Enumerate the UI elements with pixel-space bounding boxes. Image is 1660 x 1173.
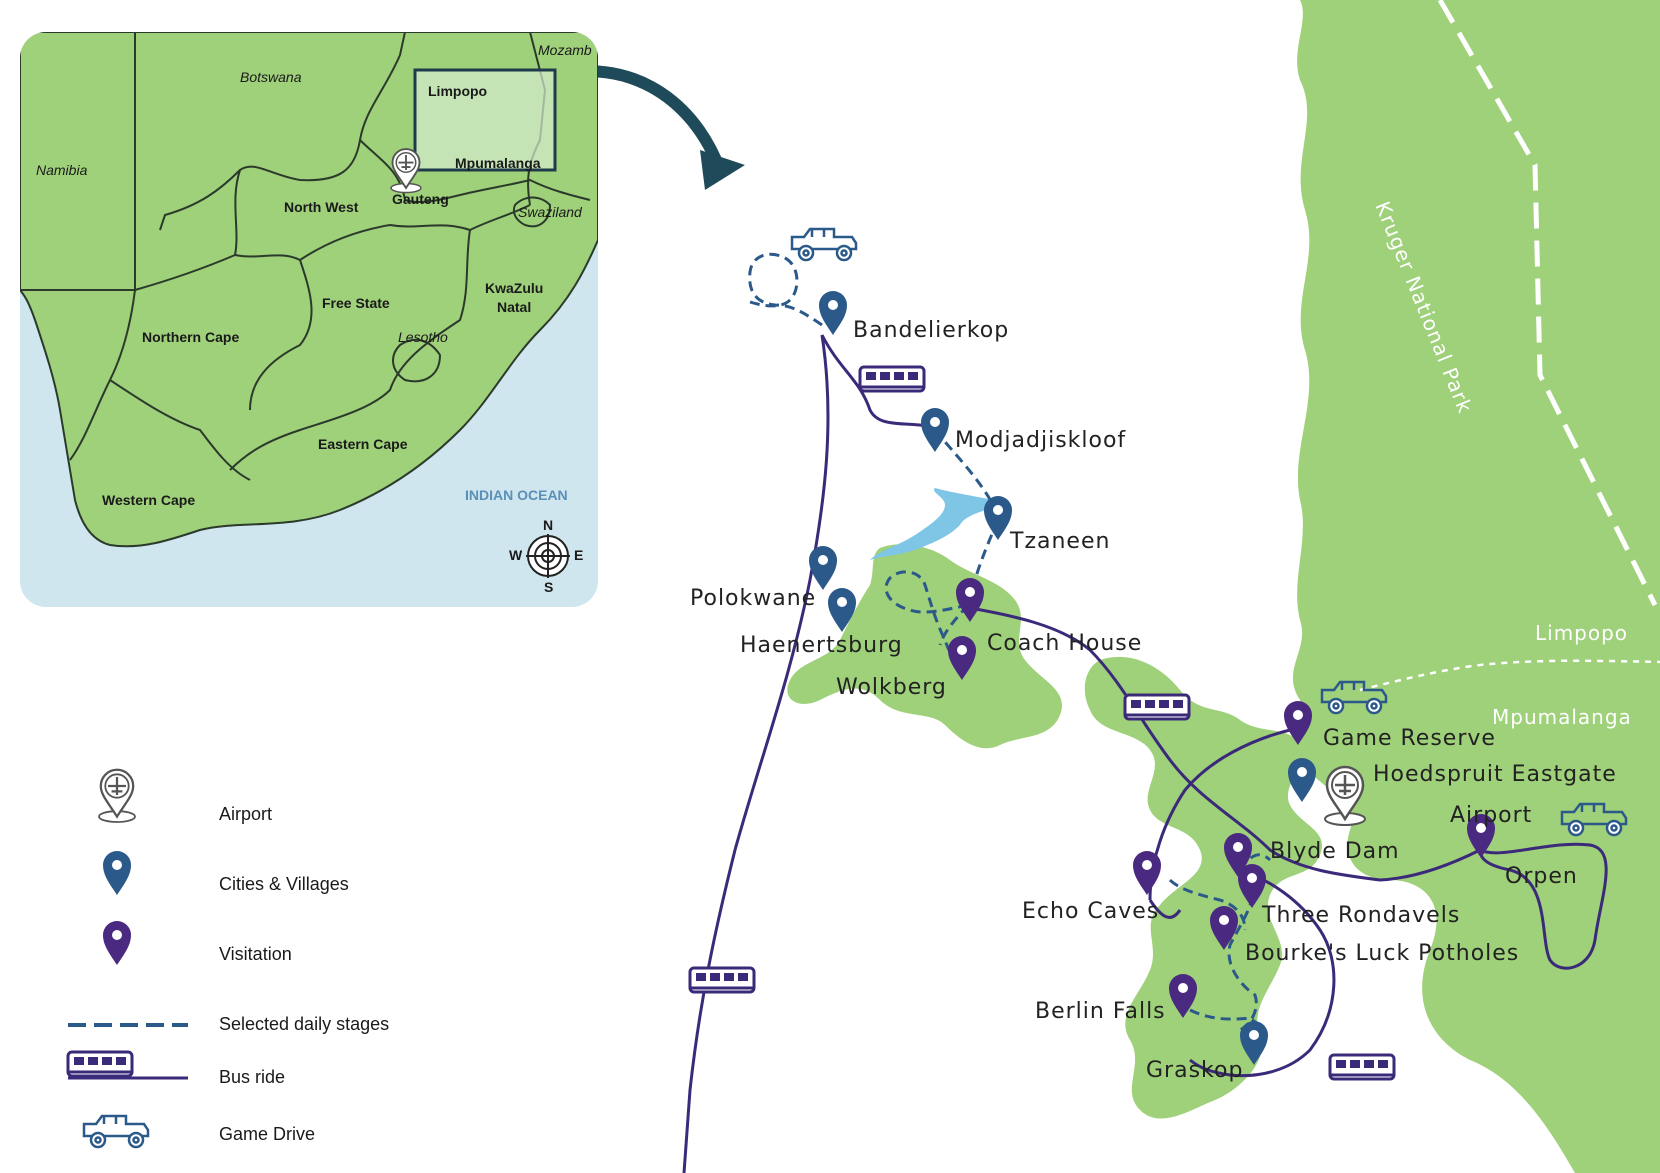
legend-daily-label: Selected daily stages [219, 1014, 389, 1034]
inset-gauteng: Gauteng [392, 191, 449, 207]
legend-airport-icon [97, 768, 137, 824]
legend-cities-label: Cities & Villages [219, 874, 349, 894]
legend-bus-icon [66, 1050, 134, 1078]
legend-jeep-icon [82, 1114, 150, 1149]
legend-visitation-label: Visitation [219, 944, 292, 964]
label-wolkberg: Wolkberg [836, 675, 947, 700]
inset-namibia: Namibia [36, 162, 88, 178]
label-orpen: Orpen [1505, 864, 1578, 889]
label-coach-house: Coach House [987, 631, 1142, 656]
label-game-reserve: Game Reserve [1323, 726, 1496, 751]
label-three-rondavels: Three Rondavels [1261, 903, 1460, 928]
compass-icon [526, 534, 570, 578]
inset-northern-cape: Northern Cape [142, 329, 239, 345]
label-berlin-falls: Berlin Falls [1035, 999, 1166, 1024]
inset-lesotho: Lesotho [398, 329, 448, 345]
legend-city-pin-icon [103, 851, 131, 895]
dam [870, 488, 1005, 560]
bus-icon [688, 966, 756, 994]
inset-map: N S W E Botswana Namibia Mozamb Swazilan… [20, 32, 598, 607]
bus-icon [1123, 693, 1191, 721]
inset-indian-ocean: INDIAN OCEAN [465, 487, 568, 503]
inset-swaziland: Swaziland [518, 204, 583, 220]
airport-icon [1323, 765, 1367, 827]
label-tzaneen: Tzaneen [1009, 529, 1110, 554]
inset-natal: Natal [497, 299, 531, 315]
compass-e: E [574, 547, 583, 563]
compass-n: N [543, 517, 553, 533]
inset-eastern-cape: Eastern Cape [318, 436, 408, 452]
mpumalanga-region-label: Mpumalanga [1492, 705, 1632, 729]
pin-tzaneen-icon[interactable] [984, 496, 1012, 540]
kruger-land [1292, 0, 1660, 1173]
bus-icon [858, 365, 926, 393]
game-drive-icon [790, 227, 858, 262]
province-border [1359, 659, 1660, 692]
compass-w: W [509, 547, 523, 563]
escarpment-land [787, 544, 1416, 1119]
compass-s: S [544, 579, 553, 595]
inset-north-west: North West [284, 199, 359, 215]
label-modjadjiskloof: Modjadjiskloof [955, 428, 1126, 453]
pin-hoedspruit-icon[interactable] [1288, 758, 1316, 802]
label-airport: Airport [1450, 803, 1532, 828]
label-blyde-dam: Blyde Dam [1270, 839, 1400, 864]
label-polokwane: Polokwane [690, 586, 816, 611]
label-hoedspruit: Hoedspruit Eastgate [1373, 762, 1617, 787]
label-echo-caves: Echo Caves [1022, 899, 1159, 924]
inset-airport-icon [390, 148, 422, 194]
international-border [1437, 0, 1658, 607]
inset-highlight-box [413, 68, 557, 172]
pin-bandelierkop-icon[interactable] [819, 291, 847, 335]
legend-game-drive-label: Game Drive [219, 1124, 315, 1144]
label-bourkes: Bourke's Luck Potholes [1245, 941, 1519, 966]
inset-limpopo: Limpopo [428, 83, 487, 99]
legend: Airport Cities & Villages Visitation Sel… [66, 768, 389, 1149]
pin-echo-caves-icon[interactable] [1133, 851, 1161, 895]
inset-kwazulu: KwaZulu [485, 280, 543, 296]
inset-botswana: Botswana [240, 69, 302, 85]
legend-visit-pin-icon [103, 921, 131, 965]
inset-mozambique: Mozamb [538, 42, 592, 58]
label-haenertsburg: Haenertsburg [740, 633, 903, 658]
inset-free-state: Free State [322, 295, 390, 311]
pin-polokwane-icon[interactable] [809, 546, 837, 590]
inset-western-cape: Western Cape [102, 492, 195, 508]
label-graskop: Graskop [1146, 1058, 1243, 1083]
legend-airport-label: Airport [219, 804, 272, 824]
inset-mpumalanga: Mpumalanga [455, 155, 541, 171]
pin-modjadjiskloof-icon[interactable] [921, 408, 949, 452]
limpopo-region-label: Limpopo [1535, 621, 1628, 645]
legend-bus-label: Bus ride [219, 1067, 285, 1087]
label-bandelierkop: Bandelierkop [853, 318, 1009, 343]
bus-icon [1328, 1053, 1396, 1081]
